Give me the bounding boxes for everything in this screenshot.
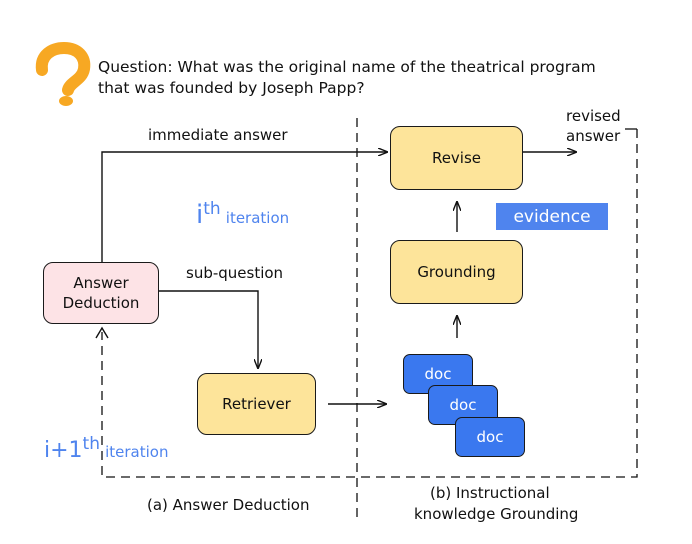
doc-card-3: doc [455, 417, 525, 457]
answer-deduction-label-1: Answer [73, 274, 129, 292]
immediate-answer-label: immediate answer [148, 126, 288, 144]
revised-answer-label-1: revised [566, 107, 621, 125]
revised-answer-label-2: answer [566, 127, 621, 145]
ith-i: i [196, 200, 204, 230]
ith-word: iteration [225, 209, 290, 227]
question-line-1: Question: What was the original name of … [98, 58, 596, 76]
ith-iteration-label: ith iteration [196, 199, 290, 230]
i1th-word: iteration [105, 443, 169, 461]
caption-a: (a) Answer Deduction [147, 496, 310, 514]
i1th-i: i+1 [44, 438, 83, 463]
question-line-2: that was founded by Joseph Papp? [98, 79, 365, 97]
evidence-label: evidence [496, 203, 608, 230]
i1th-iteration-label: i+1th iteration [44, 434, 169, 463]
retriever-label: Retriever [222, 395, 291, 413]
question-mark-icon [35, 41, 91, 106]
revise-node: Revise [390, 126, 523, 190]
grounding-label: Grounding [417, 263, 496, 281]
answer-deduction-label-2: Deduction [62, 294, 140, 312]
loop-back-line [101, 129, 638, 478]
ith-sup: th [203, 199, 221, 219]
revise-label: Revise [431, 149, 482, 167]
loop-back-arrowhead [95, 326, 109, 339]
retriever-node: Retriever [197, 373, 316, 435]
i1th-sup: th [82, 434, 100, 454]
caption-b-line-2: knowledge Grounding [414, 505, 579, 523]
caption-b-line-1: (b) Instructional [430, 484, 550, 502]
answer-deduction-node: Answer Deduction [43, 262, 159, 324]
immediate-answer-arrow [101, 152, 387, 262]
sub-question-arrow [159, 290, 258, 368]
grounding-node: Grounding [390, 240, 523, 304]
doc-card-1: doc [403, 354, 473, 394]
sub-question-label: sub-question [186, 264, 284, 282]
